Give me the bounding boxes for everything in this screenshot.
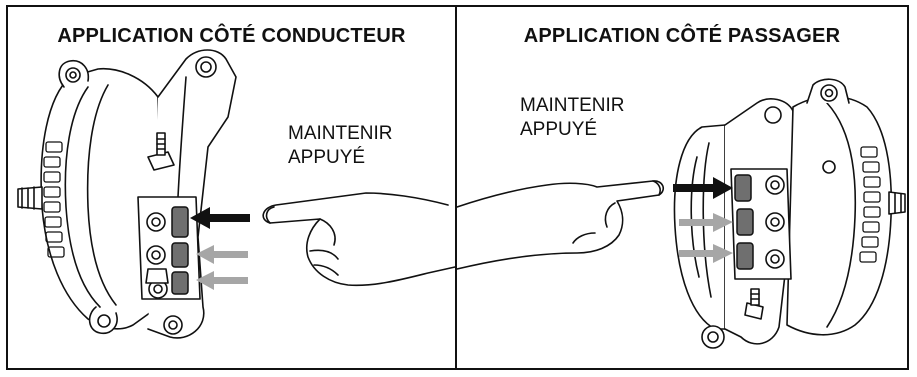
passenger-side-panel: APPLICATION CÔTÉ PASSAGER MAINTENIR APPU… xyxy=(456,7,907,368)
passenger-side-title: APPLICATION CÔTÉ PASSAGER xyxy=(523,25,841,47)
active-arrow-right xyxy=(673,177,733,199)
passenger-side-instruction: MAINTENIR APPUYÉ xyxy=(520,94,625,142)
driver-side-title: APPLICATION CÔTÉ CONDUCTEUR xyxy=(57,25,406,47)
passenger-side-instruction-line2: APPUYÉ xyxy=(520,119,598,140)
inactive-arrow-middle-left xyxy=(196,245,248,264)
connectors-left xyxy=(171,206,189,295)
alternator-left xyxy=(17,59,159,335)
inactive-arrow-middle-right xyxy=(679,213,733,232)
passenger-side-instruction-line1: MAINTENIR xyxy=(520,95,625,116)
arrows-left xyxy=(190,207,250,290)
figure-frame xyxy=(6,5,909,370)
arrows-right xyxy=(673,177,733,263)
driver-side-instruction: MAINTENIR APPUYÉ xyxy=(288,122,393,170)
inactive-arrow-bottom-right xyxy=(679,244,733,263)
active-arrow-left xyxy=(190,207,250,229)
driver-side-instruction-line1: MAINTENIR xyxy=(288,123,393,144)
passenger-side-illustration xyxy=(456,78,906,349)
hand-pointing-left xyxy=(262,192,456,287)
driver-side-panel: APPLICATION CÔTÉ CONDUCTEUR MAINTENIR AP… xyxy=(8,7,456,368)
connector-bottom-right xyxy=(736,242,754,270)
terminal-block-left xyxy=(137,196,201,300)
driver-side-instruction-line2: APPUYÉ xyxy=(288,147,366,168)
connectors-right xyxy=(734,174,754,270)
hand-pointing-right xyxy=(456,180,665,270)
connector-middle-left xyxy=(171,242,189,268)
panel-divider xyxy=(455,5,457,370)
alternator-right xyxy=(786,78,906,336)
inactive-arrow-bottom-left xyxy=(196,271,248,290)
top-stud-left xyxy=(147,132,175,171)
connector-middle-right xyxy=(736,208,754,236)
driver-side-illustration xyxy=(17,49,456,339)
connector-bottom-left xyxy=(171,271,189,295)
connector-top-right xyxy=(734,174,752,202)
connector-top-left xyxy=(171,206,189,238)
